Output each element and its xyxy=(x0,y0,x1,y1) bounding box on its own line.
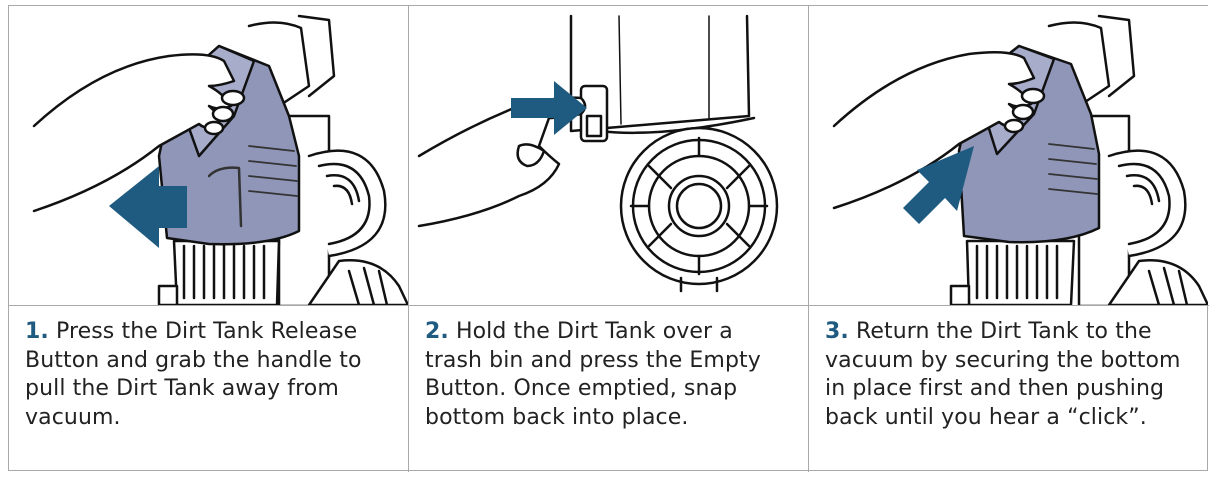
step-description: Hold the Dirt Tank over a trash bin and … xyxy=(425,319,761,430)
step-number: 3. xyxy=(825,319,849,344)
left-arrow-icon xyxy=(109,166,187,248)
step-1-illustration xyxy=(9,6,409,306)
step-1-caption: 1. Press the Dirt Tank Release Button an… xyxy=(9,306,409,472)
step-3-vacuum-drawing xyxy=(832,14,1208,305)
instruction-grid: 1. Press the Dirt Tank Release Button an… xyxy=(8,5,1209,472)
step-2-caption: 2. Hold the Dirt Tank over a trash bin a… xyxy=(409,306,809,472)
step-3-caption: 3. Return the Dirt Tank to the vacuum by… xyxy=(809,306,1209,472)
step-number: 1. xyxy=(25,319,49,344)
step-description: Return the Dirt Tank to the vacuum by se… xyxy=(825,319,1181,430)
step-1-vacuum-drawing xyxy=(32,14,408,305)
step-3-illustration xyxy=(809,6,1209,306)
step-description: Press the Dirt Tank Release Button and g… xyxy=(25,319,362,430)
right-arrow-icon xyxy=(903,146,974,224)
step-2-illustration xyxy=(409,6,809,306)
step-number: 2. xyxy=(425,319,449,344)
right-arrow-icon xyxy=(511,81,587,135)
step-2-dirt-tank-drawing xyxy=(417,14,779,293)
